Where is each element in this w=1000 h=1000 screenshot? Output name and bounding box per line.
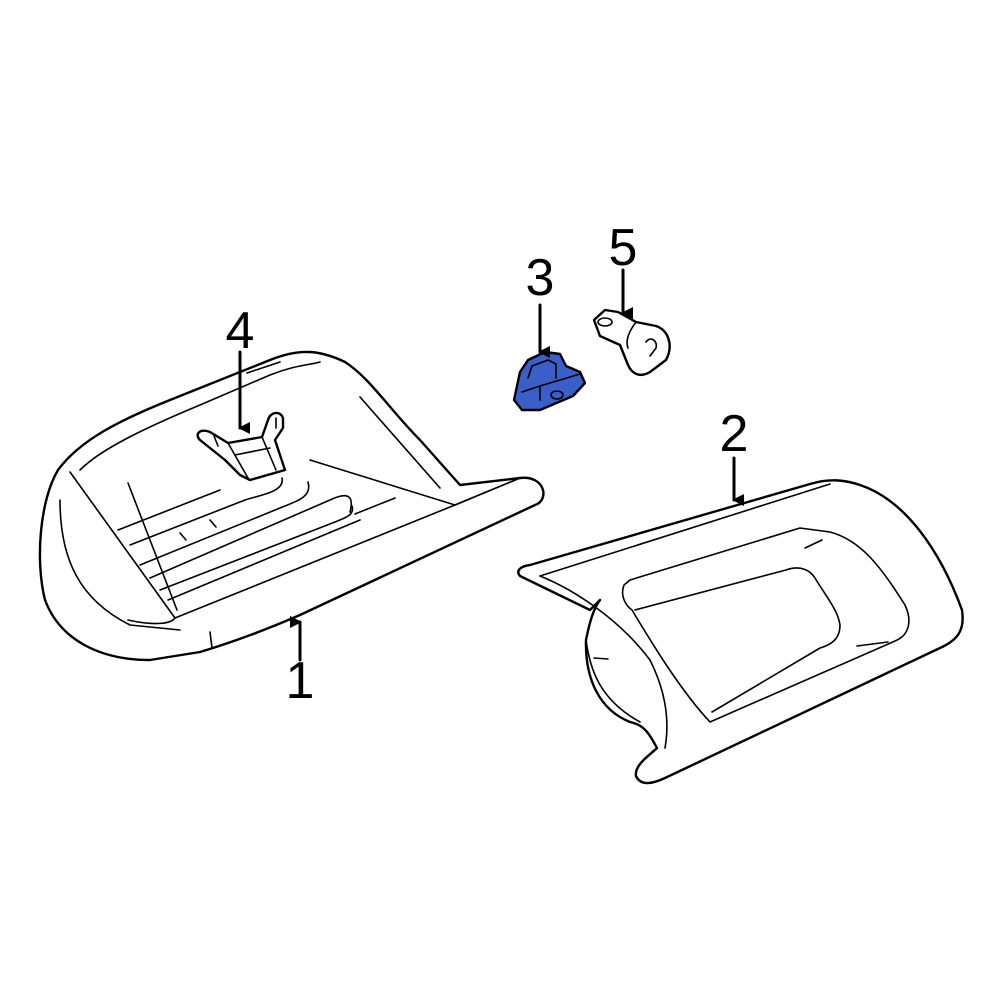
callout-number-3: 3 xyxy=(525,249,555,307)
callout-number-1: 1 xyxy=(285,652,315,710)
part-1-glove-box-bin xyxy=(38,350,545,662)
callout-number-5: 5 xyxy=(608,219,638,277)
part-4-latch xyxy=(196,411,287,482)
callout-number-2: 2 xyxy=(719,405,749,463)
callout-number-4: 4 xyxy=(225,302,255,360)
part-3-clip xyxy=(512,350,587,412)
part-5-bumper xyxy=(592,308,671,376)
part-2-glove-box-door xyxy=(517,479,964,785)
